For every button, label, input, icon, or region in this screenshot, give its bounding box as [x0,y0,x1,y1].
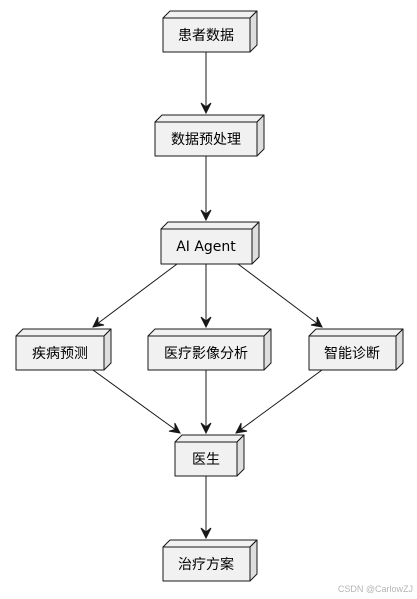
node-doctor: 医生 [174,434,245,477]
node-box-top [308,328,404,337]
node-label: 医生 [192,452,220,468]
edge-preprocess-to-ai-agent [200,156,212,222]
node-ai-agent: AI Agent [160,221,260,265]
arrowhead-icon [92,316,105,328]
watermark: CSDN @CarlowZJ [337,584,413,594]
node-box-side [249,10,258,53]
node-box-side [103,328,112,371]
node-treatment-plan: 治疗方案 [162,539,258,582]
node-box-side [395,328,404,371]
edge-image-analysis-to-doctor [200,370,212,435]
node-label: 智能诊断 [324,346,380,362]
arrowhead-icon [200,209,212,222]
arrowhead-icon [310,316,323,328]
node-box-side [249,539,258,582]
node-label: 疾病预测 [32,346,88,362]
edge-patient-data-to-preprocess [200,52,212,115]
node-box-side [251,221,260,265]
node-patient-data: 患者数据 [162,10,258,53]
edge-line [237,263,320,326]
arrowhead-icon [200,422,212,435]
node-disease-prediction: 疾病预测 [15,328,112,371]
node-label: 医疗影像分析 [164,346,248,362]
edge-disease-prediction-to-doctor [92,369,181,434]
node-preprocess: 数据预处理 [154,114,265,157]
node-box-top [162,10,258,19]
node-box-side [256,114,265,157]
node-smart-diagnosis: 智能诊断 [308,328,404,371]
node-box-top [174,434,245,443]
edges-layer [92,52,323,540]
edge-line [95,263,178,326]
edge-smart-diagnosis-to-doctor [235,369,323,434]
edge-ai-agent-to-smart-diagnosis [237,263,323,328]
arrowhead-icon [200,527,212,540]
arrowhead-icon [200,316,212,329]
arrowhead-icon [168,422,181,434]
node-box-top [154,114,265,123]
arrowhead-icon [235,422,248,434]
edge-ai-agent-to-image-analysis [200,264,212,329]
node-label: 数据预处理 [171,132,241,148]
arrowhead-icon [200,102,212,115]
node-box-side [236,434,245,477]
edge-ai-agent-to-disease-prediction [92,263,178,328]
node-box-side [263,328,272,371]
node-label: 治疗方案 [178,556,234,573]
node-box-top [147,328,272,337]
node-image-analysis: 医疗影像分析 [147,328,272,371]
node-box-top [15,328,112,337]
node-box-top [160,221,260,230]
node-box-top [162,539,258,548]
node-label: 患者数据 [178,28,234,44]
edge-doctor-to-treatment-plan [200,476,212,540]
edge-line [92,369,178,432]
edge-line [238,369,323,432]
node-label: AI Agent [176,239,236,255]
